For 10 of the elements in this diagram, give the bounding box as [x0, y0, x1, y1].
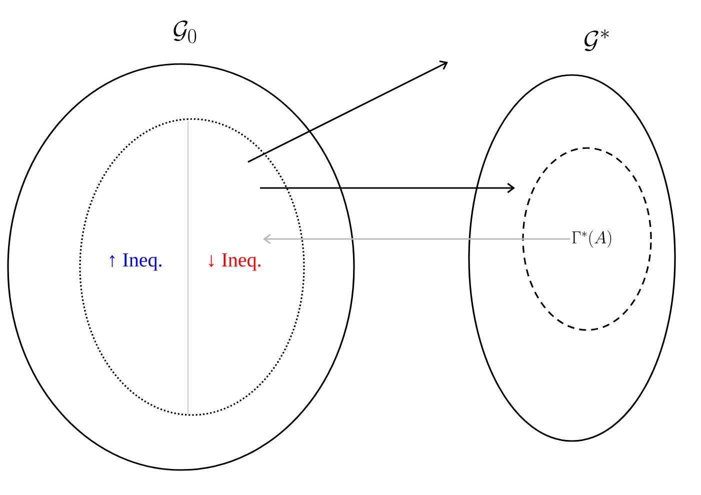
node-label: $\mathcal{G}_0$ — [174, 20, 196, 44]
node-label: $\Gamma^*(A)$ — [572, 230, 612, 248]
ellipse-boundary — [79, 118, 305, 416]
ellipse-boundary — [522, 147, 652, 331]
arrow — [248, 60, 448, 163]
arrow — [262, 234, 570, 244]
arrow — [260, 182, 515, 194]
node-label: $\mathcal{G}^*$ — [584, 29, 609, 52]
node-label: ↓ Ineq. — [208, 253, 260, 271]
node-label: ↑ Ineq. — [110, 253, 162, 271]
